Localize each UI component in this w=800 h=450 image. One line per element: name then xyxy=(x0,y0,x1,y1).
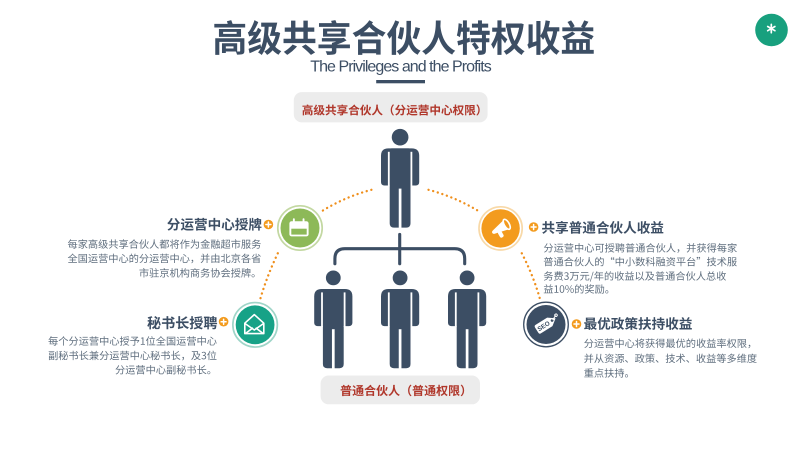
svg-text:The Privileges and the Profits: The Privileges and the Profits xyxy=(310,59,491,76)
